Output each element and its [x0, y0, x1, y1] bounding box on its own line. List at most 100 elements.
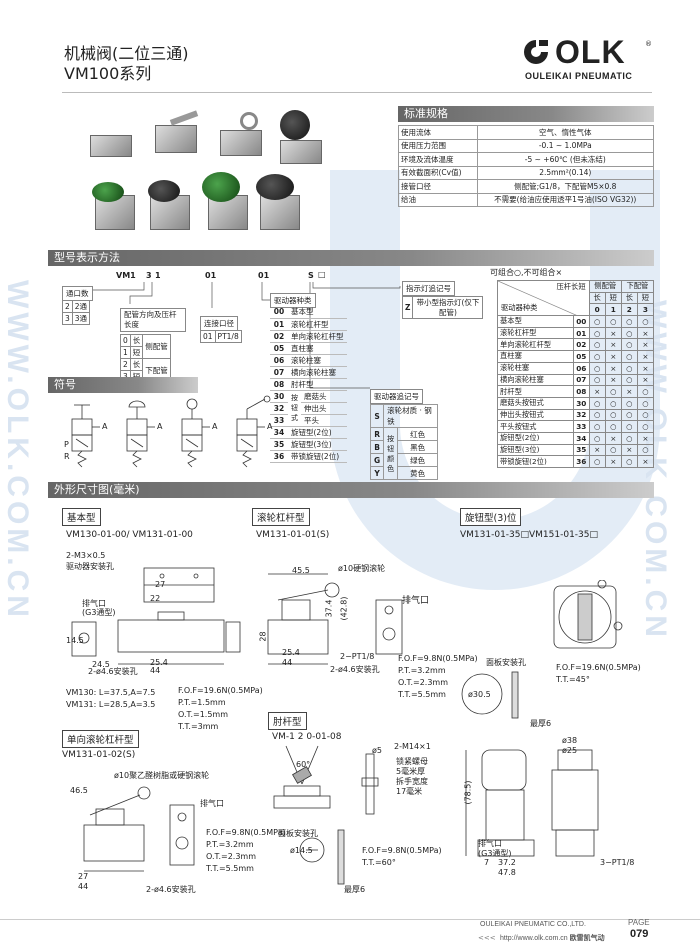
basic-l1: VM130: L=37.5,A=7.5 [66, 688, 156, 697]
table-row: 使用压力范围-0.1 ~ 1.0MPa [398, 138, 655, 153]
roller-tt: T.T.=5.5mm [398, 690, 446, 699]
basic-fof: F.O.F=19.6N(0.5MPa) [178, 686, 263, 695]
roller-pt: P.T.=3.2mm [398, 666, 446, 675]
bottom-note-exhaust: 排气口 [478, 839, 502, 848]
color-title: 驱动器追记号 [370, 389, 423, 404]
toggle-model: VM-1 2 0-01-08 [272, 732, 342, 742]
page-title: 机械阀(二位三通) [64, 44, 189, 63]
knob-note-panel: 面板安装孔 [486, 658, 526, 667]
bottom-note-pt: 3−PT1/8 [600, 858, 635, 867]
footer-page-number: 079 [630, 928, 649, 940]
table-row: 带锁旋钮(2位)36○×○× [497, 455, 655, 468]
roller-dim-45-5: 45.5 [292, 566, 310, 575]
roller-dim-28: 28 [258, 631, 268, 642]
roller-note-holes: 2-ø4.6安装孔 [330, 665, 380, 674]
oneway-drawing [83, 786, 195, 872]
product-photos [80, 110, 380, 240]
basic-dim-22: 22 [150, 594, 161, 603]
code-part-piping: 1 [155, 271, 161, 280]
roller-note-roller: ø10硬钢滚轮 [338, 564, 386, 573]
roller-dim-37-4: 37.4 [324, 599, 334, 618]
toggle-dim-5: ø5 [372, 746, 382, 755]
logo-subtitle: OULEIKAI PNEUMATIC [525, 71, 633, 81]
oneway-dim-44: 44 [78, 882, 89, 891]
basic-note-exhaust2: (G3通型) [82, 608, 116, 617]
toggle-fof: F.O.F=9.8N(0.5MPa) [362, 846, 442, 855]
basic-dim-25-4: 25.4 [150, 658, 168, 667]
table-row: 给油不需要(给油应使用透平1号油(ISO VG32)) [398, 192, 655, 207]
knob-note-thick: 最厚6 [530, 719, 552, 728]
roller-dim-44: 44 [282, 658, 293, 667]
toggle-dim-panel: ø14.5 [290, 846, 313, 855]
toggle-note-nut1: 锁紧螺母 [396, 757, 428, 766]
basic-note-m3: 2-M3×0.5 [66, 551, 106, 560]
basic-drawing [71, 567, 241, 665]
basic-model: VM130-01-00/ VM131-01-00 [66, 530, 193, 540]
basic-note-exhaust: 排气口 [82, 599, 106, 608]
code-part-series: VM1 [116, 271, 136, 280]
knob-dim-38: ø38 [562, 736, 578, 745]
toggle-note-nut3: 拆手宽度 [396, 777, 428, 786]
knob-label: 旋钮型(3)位 [460, 508, 522, 526]
code-part-lamp: □ [318, 270, 326, 279]
roller-fof: F.O.F=9.8N(0.5MPa) [398, 654, 478, 663]
basic-dim-24-5: 24.5 [92, 660, 110, 669]
brand-logo: OLK ® OULEIKAI PNEUMATIC [524, 34, 655, 84]
symbols-heading: 符号 [48, 377, 198, 393]
bottom-dim-78-5: (78.5) [463, 780, 473, 805]
table-row: 压杆长短 驱动器种类 侧配管下配管 [497, 279, 655, 317]
roller-model: VM131-01-01(S) [256, 530, 330, 540]
bottom-dim-47-8: 47.8 [498, 868, 516, 877]
toggle-note-m14: 2-M14×1 [394, 742, 431, 751]
toggle-drawing [273, 745, 379, 885]
symbol-port-a-4: A [267, 422, 273, 431]
code-part-ports: 3 [146, 271, 152, 280]
piping-title: 配管方向及压杆长度 [120, 308, 186, 332]
table-row: 有效截面积(Cv值)2.5mm²(0.14) [398, 165, 655, 180]
roller-ot: O.T.=2.3mm [398, 678, 449, 687]
basic-dim-44: 44 [150, 666, 161, 675]
lamp-title: 指示灯追记号 [402, 281, 455, 296]
oneway-ot: O.T.=2.3mm [206, 852, 257, 861]
footer-company: OULEIKAI PNEUMATIC CO.,LTD. [480, 921, 586, 928]
spec-table: 使用流体空气、惰性气体 使用压力范围-0.1 ~ 1.0MPa 环境及流体温度-… [398, 125, 655, 207]
symbol-port-a-2: A [157, 422, 163, 431]
registered-mark: ® [645, 40, 652, 48]
valve-symbols [71, 395, 271, 468]
code-part-driver: 01 [258, 271, 270, 280]
footer-divider [0, 919, 700, 920]
roller-label: 滚轮杠杆型 [252, 508, 310, 526]
bottom-drawing [465, 749, 599, 857]
oneway-label: 单向滚轮杠杆型 [62, 730, 139, 748]
model-heading: 型号表示方法 [48, 250, 654, 266]
symbol-port-a-1: A [102, 422, 108, 431]
symbol-port-p: P [64, 440, 69, 449]
basic-note-mount: 驱动器安装孔 [66, 562, 114, 571]
knob-fof: F.O.F=19.6N(0.5MPa) [556, 663, 641, 672]
table-row: 旋钮型(2位)34○×○× [497, 431, 655, 445]
basic-pt: P.T.=1.5mm [178, 698, 226, 707]
knob-model: VM131-01-35□VM151-01-35□ [460, 530, 599, 540]
bottom-note-exhaust2: (G3通型) [478, 849, 512, 858]
toggle-dim-60deg: 60° [296, 760, 311, 769]
